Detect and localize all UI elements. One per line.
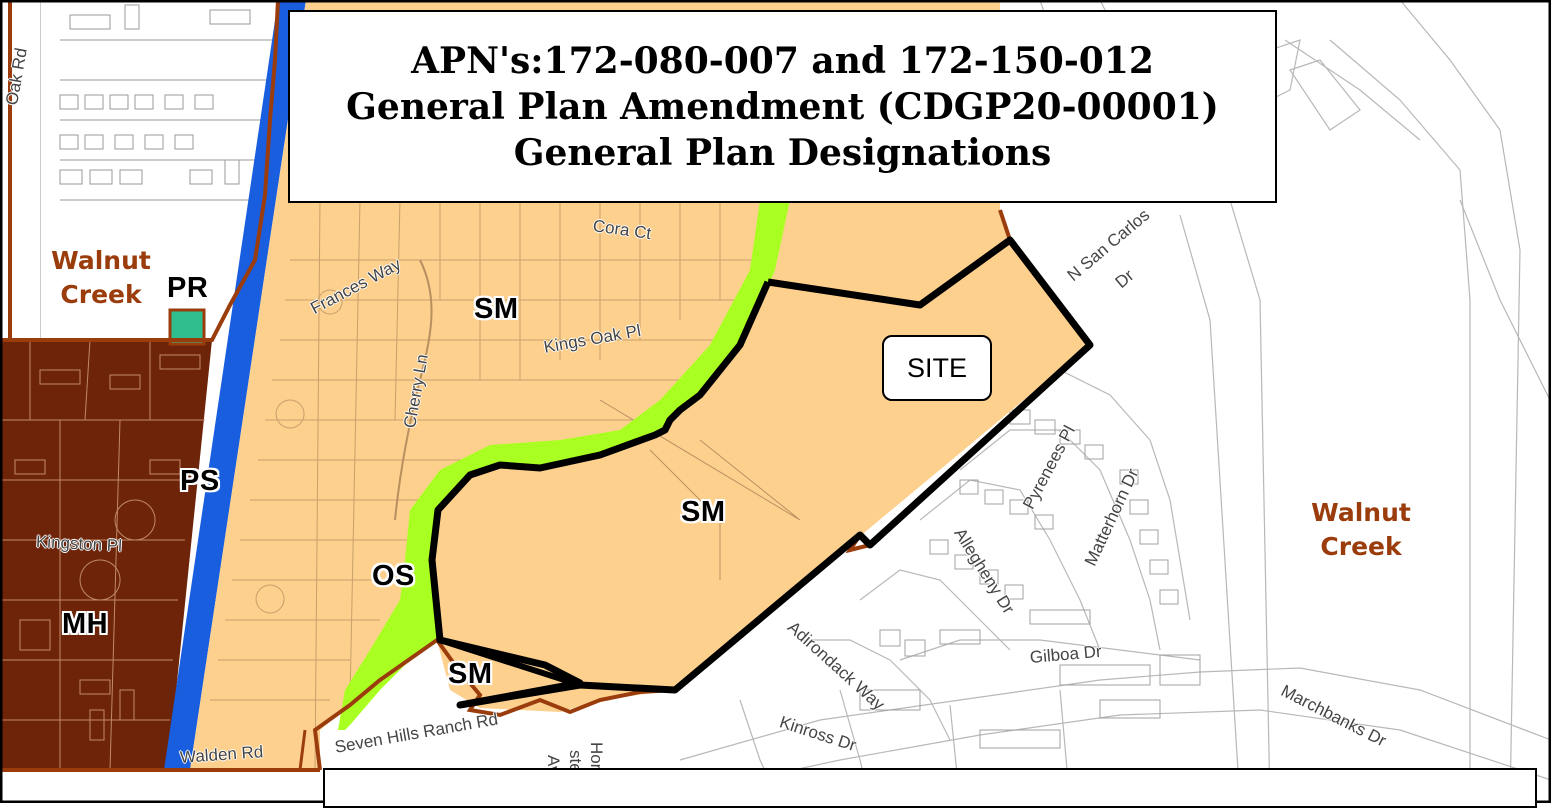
designation-mh[interactable]: MH (62, 608, 109, 640)
city-west-line-2: Creek (60, 280, 142, 309)
city-east-line-2: Creek (1320, 532, 1402, 561)
title-line-2: General Plan Amendment (CDGP20-00001) (346, 85, 1219, 128)
designation-ps[interactable]: PS (180, 465, 220, 497)
designation-sm-north[interactable]: SM (474, 293, 519, 325)
ps-area (164, 0, 306, 770)
city-east-line-1: Walnut (1311, 498, 1411, 527)
building-blocks-east (859, 409, 1201, 749)
designation-sm-center[interactable]: SM (681, 496, 726, 528)
mh-area (0, 340, 212, 770)
sm-parcels (210, 199, 801, 771)
designation-os[interactable]: OS (372, 560, 415, 592)
city-label-east: Walnut Creek (1300, 496, 1422, 564)
designation-sm-south[interactable]: SM (448, 658, 493, 690)
designation-pr[interactable]: PR (167, 272, 209, 304)
mh-parcels (0, 339, 205, 771)
title-line-1: APN's:172-080-007 and 172-150-012 (411, 39, 1154, 82)
city-west-line-1: Walnut (51, 246, 151, 275)
site-label: SITE (906, 352, 967, 383)
map-title-box: APN's:172-080-007 and 172-150-012 Genera… (288, 10, 1277, 203)
walnut-creek-west-strip (0, 0, 40, 340)
site-lot-line (439, 637, 581, 688)
city-label-west: Walnut Creek (40, 244, 162, 312)
title-line-3: General Plan Designations (513, 131, 1052, 174)
site-label-box[interactable]: SITE (882, 335, 992, 401)
legend-box (323, 768, 1537, 808)
site-outline (428, 236, 1094, 709)
